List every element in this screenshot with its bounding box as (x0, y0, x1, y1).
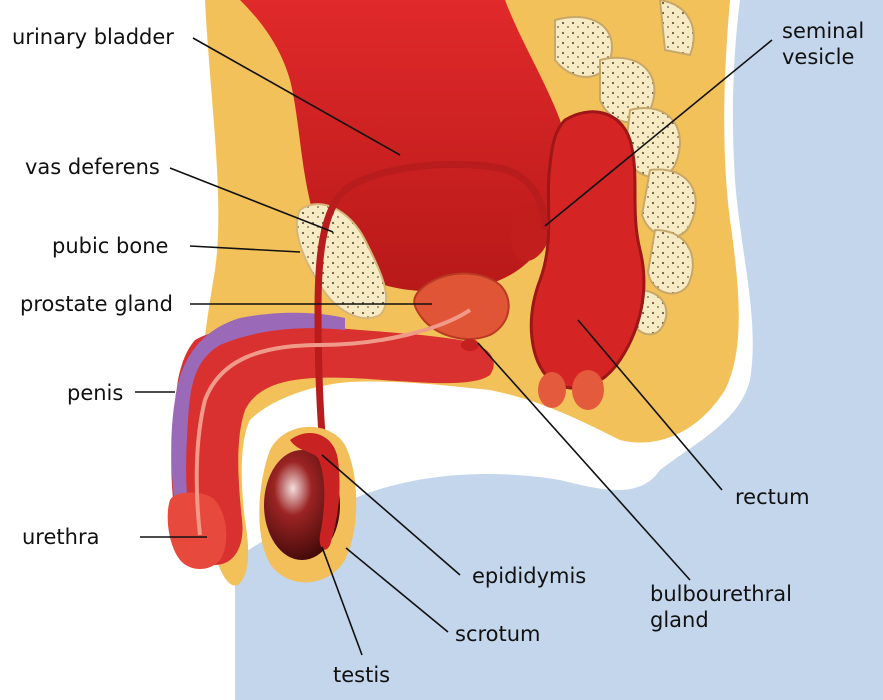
label-penis: penis (67, 381, 124, 405)
label-bulbourethral-line1: bulbourethral (650, 582, 792, 606)
anal-sphincter-left (538, 372, 566, 408)
bulbourethral-gland (461, 339, 479, 351)
label-seminal-vesicle: seminal vesicle (782, 18, 864, 70)
body-skin (235, 0, 883, 700)
label-bulbourethral-line2: gland (650, 608, 709, 632)
label-testis: testis (333, 663, 391, 687)
vas-deferens (314, 161, 549, 471)
spine (554, 0, 697, 336)
penis (171, 325, 494, 565)
glans (167, 492, 227, 569)
prostate-gland (413, 272, 510, 340)
label-seminal-vesicle-line1: seminal (782, 19, 865, 43)
label-seminal-vesicle-line2: vesicle (782, 45, 855, 69)
label-prostate-gland: prostate gland (20, 292, 173, 316)
label-urinary-bladder: urinary bladder (12, 25, 174, 49)
label-scrotum: scrotum (455, 622, 541, 646)
leader-lines (135, 37, 773, 656)
label-pubic-bone: pubic bone (52, 234, 169, 258)
anal-sphincter-right (572, 370, 604, 410)
label-bulbourethral-gland: bulbourethral gland (650, 581, 792, 633)
pubic-bone (295, 203, 388, 320)
label-urethra: urethra (22, 525, 100, 549)
label-rectum: rectum (735, 485, 810, 509)
urethra-tube (194, 308, 472, 536)
label-vas-deferens: vas deferens (25, 155, 160, 179)
label-epididymis: epididymis (472, 564, 587, 588)
epididymis (290, 432, 340, 550)
